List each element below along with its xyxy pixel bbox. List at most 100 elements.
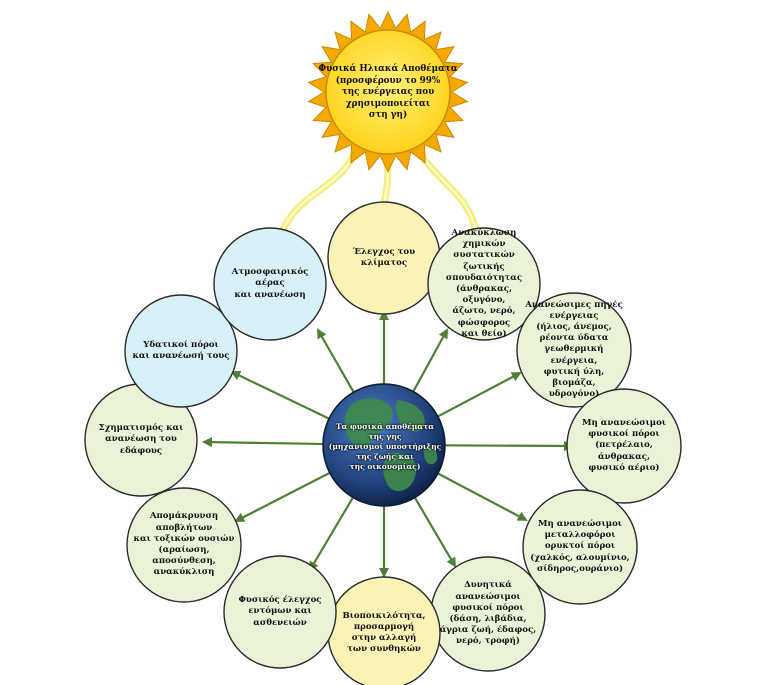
node-label-line: και ανανέωση (234, 289, 306, 300)
node-label-line: Μη ανανεώσιμοι (581, 418, 666, 429)
arrows-group (202, 310, 574, 578)
node-label-line: και θείο) (461, 328, 507, 339)
node-label-line: Έλεγχος του (352, 246, 416, 257)
node-label-line: σπουδαιότητας (445, 272, 523, 283)
arrow-icon (410, 328, 448, 396)
arrow-icon (317, 328, 357, 397)
earth-landmass (395, 400, 425, 432)
arrow-icon (202, 437, 328, 448)
node-label-line: Δυνητικά ανανεώσιμοι (455, 580, 521, 602)
earth-landmass (344, 398, 393, 448)
arrow-icon (234, 470, 334, 522)
sun-label-line: χρησιμοποιείται (345, 98, 431, 109)
earth-label-line: της γης (368, 432, 402, 442)
arrow-icon (230, 370, 334, 422)
earth-label-line: (μηχανισμοί υποστήριξης (328, 442, 442, 452)
node-label-line: νερό, τροφή) (456, 636, 520, 647)
node-circle-non-renewable-minerals (522, 489, 638, 605)
node-label-line: φυτική ύλη, βιομάζα, (543, 366, 605, 388)
node-label-line: (πετρέλαιο, (595, 440, 653, 451)
node-label-line: και ανανέωσή τους (132, 350, 230, 361)
node-label-line: Ανακύκλωση χημικών (451, 228, 517, 250)
node-label-line: άνθρακας, (598, 451, 650, 462)
node-label-line: άγρια ζωή, έδαφος, (439, 625, 537, 636)
node-label-line: σίδηρος,ουράνιο) (536, 563, 624, 574)
node-label-line: Μη ανανεώσιμοι (537, 519, 622, 530)
sun-label-line: στη γη) (368, 110, 408, 121)
node-label-line: Βιοποικιλότητα, (342, 610, 426, 621)
node-label-line: Σχηματισμός και (98, 423, 184, 434)
node-label-line: άζωτο, νερό, (452, 306, 516, 317)
sun-label-line: Φυσικά Ηλιακά Αποθέματα (318, 64, 458, 75)
node-circle-water-resources (124, 294, 238, 408)
node-label-line: προσαρμογή (353, 621, 415, 632)
node-circle-renewable-energy (516, 292, 632, 408)
arrow-icon (433, 470, 528, 521)
node-label-line: στην αλλαγή (351, 632, 417, 643)
node-label-line: και τοξικών ουσιών (133, 533, 235, 544)
node-circle-waste-removal (126, 487, 242, 603)
node-label-line: φώσφορος (457, 317, 511, 328)
node-circles (84, 201, 682, 685)
node-label-line: (ήλιος, άνεμος, (536, 322, 612, 333)
sun-label: Φυσικά Ηλιακά Αποθέματα (προσφέρουν το 9… (318, 58, 458, 128)
earth-label-line: Τα φυσικά αποθέματα (335, 422, 435, 432)
node-circle-atmospheric-air (213, 227, 327, 341)
node-circle-non-renewable-fuels (566, 388, 682, 504)
node-label-line: των συνθηκών (347, 644, 421, 655)
node-label-line: υδρογόνο) (548, 389, 600, 400)
node-label-line: κλίματος (360, 257, 408, 268)
node-label-line: εντόμων και ασθενειών (248, 606, 312, 628)
node-circle-chemical-recycling (427, 227, 541, 341)
sun-label-line: της ενέργειας που (341, 87, 435, 98)
node-label-line: Υδατικοί πόροι (143, 339, 219, 350)
arrow-icon (440, 440, 574, 451)
earth-globe-icon (322, 383, 446, 507)
node-label-line: Ατμοσφαιρικός αέρας (231, 267, 309, 289)
arrow-icon (411, 493, 457, 568)
arrow-icon (308, 493, 356, 572)
node-label-line: συστατικών ζωτικής (453, 250, 515, 272)
node-label-line: ορυκτοί πόροι (544, 541, 616, 552)
node-label-line: μεταλλοφόροι (544, 530, 616, 541)
node-label-line: φυσικοί πόροι (588, 429, 660, 440)
node-label-line: φυσικό αέριο) (588, 462, 660, 473)
node-label-line: (δάση, λιβάδια, (449, 613, 527, 624)
node-label-line: ανακύκλιση (153, 567, 215, 578)
sun-label-line: (προσφέρουν το 99% (335, 75, 441, 86)
earth-label: Τα φυσικά αποθέματα της γης (μηχανισμοί … (326, 410, 444, 484)
node-label-line: Απομάκρυνση αποβλήτων (149, 511, 219, 533)
node-label-line: γεωθερμική ενέργεια, (544, 344, 604, 366)
node-label-line: Φυσικός έλεγχος (238, 595, 322, 606)
sun-icon (307, 10, 469, 174)
earth-landmass (423, 445, 438, 465)
node-label-line: ρέοντα ύδατα (539, 333, 609, 344)
earth-landmass (383, 452, 417, 492)
earth-label-line: της ζωής και (356, 451, 414, 461)
earth-label-line: της οικονομίας) (349, 461, 421, 471)
node-label-line: ενέργειας (549, 310, 599, 321)
sun-disc (325, 29, 451, 155)
node-label-line: ανανέωση του εδάφους (105, 434, 177, 456)
node-label-line: Ανανεώσιμες πηγές (525, 299, 623, 310)
node-circle-pest-control (223, 555, 337, 669)
node-label-line: φυσικοί πόροι (452, 602, 524, 613)
sun-beam-core (280, 148, 358, 234)
node-label-line: (αραίωση, αποσύνθεση, (152, 544, 216, 567)
node-label-line: (χαλκός, αλουμίνιο, (530, 552, 630, 563)
node-label-line: (άνθρακας, οξυγόνο, (456, 283, 512, 306)
arrow-icon (433, 372, 522, 420)
